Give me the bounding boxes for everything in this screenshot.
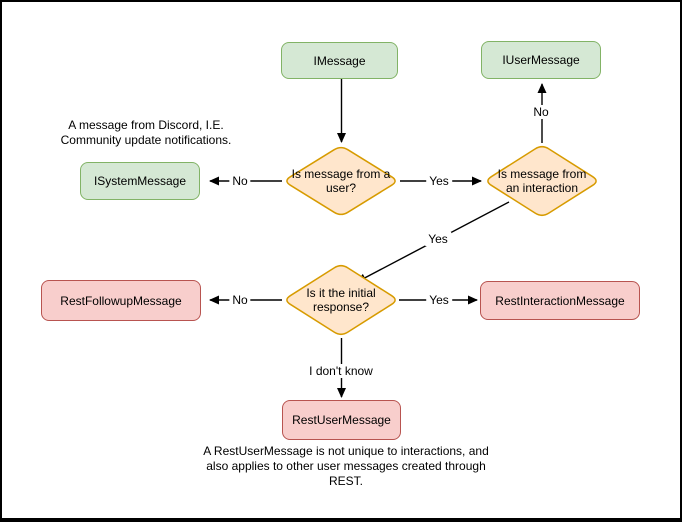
node-restfollowupmessage: RestFollowupMessage [41,280,201,321]
edge-label-yes-decision-interaction: Yes [426,174,452,188]
node-isystemmessage: ISystemMessage [80,162,200,200]
edge-label-no-isystemmessage: No [229,174,251,188]
node-iusermessage: IUserMessage [481,41,601,79]
decision-is-message-from-interaction-label: Is message from an interaction [497,167,587,195]
decision-is-message-from-user-label: Is message from a user? [291,167,391,195]
node-imessage-label: IMessage [313,53,366,68]
decision-is-initial-response: Is it the initial response? [282,262,400,338]
node-isystemmessage-label: ISystemMessage [93,174,187,188]
edge-label-yes-restinteraction: Yes [426,293,452,307]
edge-label-no-iusermessage: No [530,105,552,119]
diamond-shape [286,264,396,336]
edge-label-no-restfollowup: No [229,293,251,307]
node-restfollowupmessage-label: RestFollowupMessage [60,293,182,308]
decision-is-initial-response-label: Is it the initial response? [306,286,376,314]
node-iusermessage-label: IUserMessage [502,53,580,67]
node-restusermessage: RestUserMessage [282,400,401,440]
decision-is-message-from-user: Is message from a user? [282,144,400,218]
edge-label-i-dont-know: I don't know [306,364,376,378]
node-imessage: IMessage [281,42,398,79]
node-restinteractionmessage: RestInteractionMessage [480,281,640,320]
note-isystemmessage: A message from Discord, I.E. Community u… [60,118,232,147]
decision-is-message-from-interaction: Is message from an interaction [483,143,601,219]
diamond-shape [487,145,597,217]
node-restinteractionmessage-label: RestInteractionMessage [495,293,625,308]
node-restusermessage-label: RestUserMessage [292,413,391,427]
edge-label-yes-decision-initial: Yes [425,232,451,246]
diamond-shape [286,146,396,216]
note-restusermessage: A RestUserMessage is not unique to inter… [203,444,489,488]
